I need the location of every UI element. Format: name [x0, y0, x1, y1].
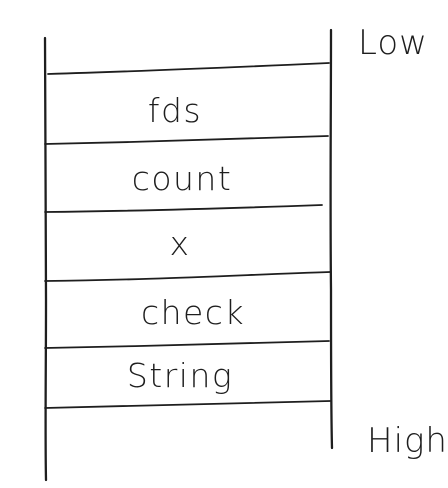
stack-cell-label: count [132, 159, 233, 198]
stack-divider [44, 340, 330, 349]
stack-divider [44, 271, 331, 282]
stack-divider [47, 62, 330, 75]
stack-left-wall [43, 36, 48, 482]
stack-cell-label: check [141, 293, 245, 332]
high-address-label: High [367, 421, 448, 461]
stack-cell-label: x [169, 224, 190, 263]
stack-divider [44, 400, 331, 409]
stack-cell-label: fds [148, 91, 202, 130]
stack-divider [44, 135, 329, 145]
stack-cell-label: String [127, 356, 233, 395]
stack-divider [44, 204, 323, 213]
stack-right-wall [329, 28, 334, 450]
low-address-label: Low [358, 23, 428, 63]
